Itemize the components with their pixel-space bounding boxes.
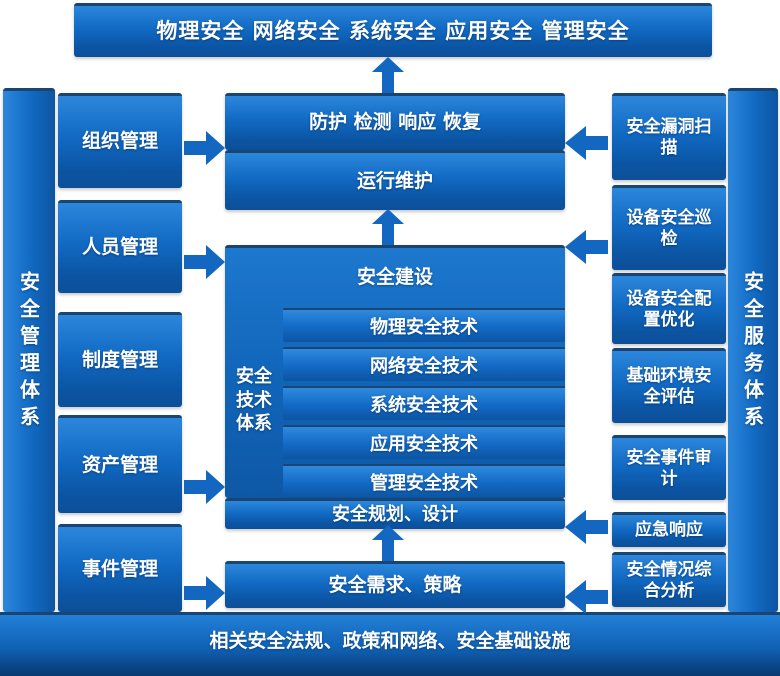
- row-network-security-tech: 网络安全技术: [283, 347, 565, 381]
- left-sidebar-title: 安全管理体系: [3, 88, 55, 612]
- row-application-security-tech: 应用安全技术: [283, 425, 565, 459]
- arrow-left-icon: [565, 230, 608, 264]
- box-asset-mgmt: 资产管理: [58, 415, 182, 513]
- arrow-right-icon: [184, 131, 225, 165]
- arrow-left-icon: [565, 510, 608, 544]
- row-physical-security-tech: 物理安全技术: [283, 308, 565, 342]
- box-vuln-scan: 安全漏洞扫描: [612, 93, 726, 180]
- box-security-event-audit: 安全事件审计: [612, 435, 726, 500]
- box-pdrr: 防护 检测 响应 恢复: [225, 93, 565, 150]
- arrow-up-icon: [368, 57, 408, 93]
- box-policy-mgmt: 制度管理: [58, 312, 182, 407]
- box-organization-mgmt: 组织管理: [58, 93, 182, 188]
- title-banner: 物理安全 网络安全 系统安全 应用安全 管理安全: [74, 3, 712, 57]
- arrow-right-icon: [184, 470, 225, 504]
- security-construction-title: 安全建设: [356, 266, 433, 288]
- box-situation-analysis: 安全情况综合分析: [612, 552, 726, 607]
- arrow-up-icon: [368, 525, 408, 561]
- arrow-left-icon: [565, 580, 608, 614]
- box-operation-maintenance: 运行维护: [225, 150, 565, 210]
- box-emergency-response: 应急响应: [612, 512, 726, 547]
- tech-system-label: 安全技术体系: [225, 303, 283, 498]
- tech-system-label-text: 安全技术体系: [236, 366, 272, 435]
- right-sidebar-title: 安全服务体系: [728, 88, 778, 612]
- bar-security-requirements: 安全需求、策略: [225, 561, 565, 608]
- row-management-security-tech: 管理安全技术: [283, 464, 565, 498]
- bar-security-planning: 安全规划、设计: [225, 498, 565, 529]
- arrow-right-icon: [184, 245, 225, 279]
- row-system-security-tech: 系统安全技术: [283, 386, 565, 420]
- box-env-security-assessment: 基础环境安全评估: [612, 348, 726, 423]
- block-security-construction: 安全建设 安全技术体系 物理安全技术 网络安全技术 系统安全技术 应用安全技术 …: [225, 245, 565, 498]
- arrow-up-icon: [368, 209, 408, 245]
- box-personnel-mgmt: 人员管理: [58, 200, 182, 293]
- bar-foundation: 相关安全法规、政策和网络、安全基础设施: [0, 612, 780, 676]
- box-device-inspection: 设备安全巡检: [612, 185, 726, 270]
- box-incident-mgmt: 事件管理: [58, 524, 182, 612]
- box-device-config-optimization: 设备安全配置优化: [612, 273, 726, 344]
- arrow-left-icon: [565, 126, 608, 160]
- arrow-right-icon: [184, 576, 225, 610]
